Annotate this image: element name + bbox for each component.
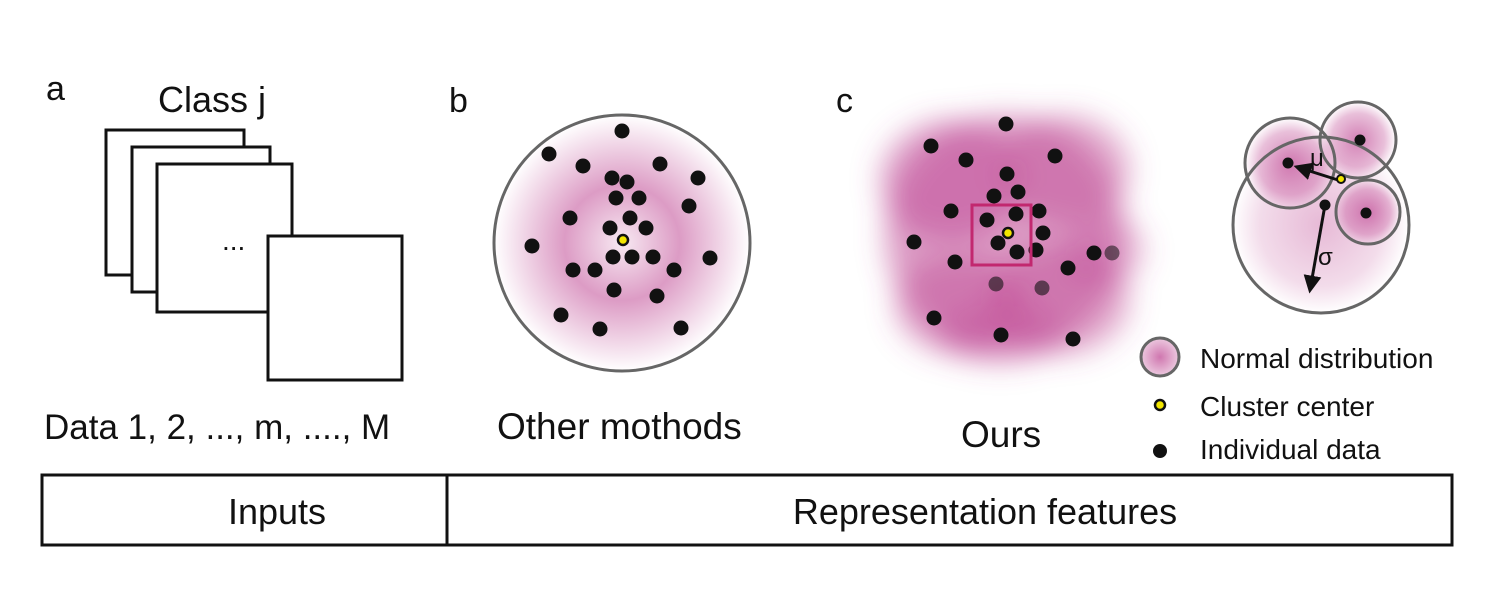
data-point xyxy=(606,282,622,298)
data-point xyxy=(993,327,1009,343)
data-point xyxy=(638,220,654,236)
cluster-center-b xyxy=(616,233,630,247)
data-caption: Data 1, 2, ..., m, ...., M xyxy=(44,408,390,447)
data-point xyxy=(673,320,689,336)
cluster-boundary-b xyxy=(492,113,752,373)
normal-distribution-c xyxy=(880,115,1145,365)
individual-data-b xyxy=(524,123,718,337)
data-point xyxy=(604,170,620,186)
mu-label: μ xyxy=(1310,145,1324,172)
normal-distribution-icon xyxy=(1139,336,1181,378)
individual-data-c xyxy=(906,116,1120,347)
class-title: Class j xyxy=(158,79,266,120)
panel-letter-a: a xyxy=(46,70,65,108)
data-point xyxy=(690,170,706,186)
data-point xyxy=(1008,206,1024,222)
data-point xyxy=(1009,244,1025,260)
panel-letter-b: b xyxy=(449,82,468,120)
data-point xyxy=(1104,245,1120,261)
zoom-inset: μ σ xyxy=(1231,100,1411,315)
data-point xyxy=(631,190,647,206)
data-point xyxy=(998,116,1014,132)
inset-circle-2 xyxy=(1318,100,1398,180)
data-point xyxy=(1034,280,1050,296)
sigma-label: σ xyxy=(1318,244,1333,271)
footer-frame xyxy=(40,473,1454,547)
caption-c: Ours xyxy=(961,414,1041,455)
data-point xyxy=(988,276,1004,292)
data-point xyxy=(652,156,668,172)
data-point xyxy=(1065,331,1081,347)
cluster-center-icon xyxy=(1153,398,1167,412)
data-point xyxy=(926,310,942,326)
data-point xyxy=(622,210,638,226)
data-point xyxy=(979,212,995,228)
mu-arrow xyxy=(1293,162,1339,182)
panel-a: a Class j ... Data 1, 2, ..., m, ...., M xyxy=(44,70,404,447)
cluster-center-c xyxy=(1001,226,1015,240)
data-point xyxy=(1010,184,1026,200)
data-point xyxy=(947,254,963,270)
highlight-box xyxy=(970,203,1033,267)
footer-bar: Inputs Representation features xyxy=(40,473,1454,547)
data-point xyxy=(592,321,608,337)
data-point xyxy=(553,307,569,323)
data-point xyxy=(608,190,624,206)
data-point xyxy=(1060,260,1076,276)
data-point xyxy=(541,146,557,162)
data-point xyxy=(624,249,640,265)
data-sheet-last xyxy=(266,234,404,382)
data-point xyxy=(645,249,661,265)
sigma-arrow xyxy=(1303,204,1327,294)
data-point xyxy=(990,235,1006,251)
legend-individual-data: Individual data xyxy=(1200,434,1381,465)
footer-representation-features: Representation features xyxy=(793,491,1177,532)
data-point xyxy=(958,152,974,168)
data-point xyxy=(587,262,603,278)
data-point xyxy=(565,262,581,278)
data-point xyxy=(1031,203,1047,219)
data-point xyxy=(619,174,635,190)
individual-data-icon xyxy=(1153,444,1167,458)
data-point xyxy=(524,238,540,254)
data-point xyxy=(575,158,591,174)
data-point xyxy=(943,203,959,219)
panel-letter-c: c xyxy=(836,82,853,120)
inset-circle-3 xyxy=(1334,178,1402,246)
inset-dot xyxy=(1354,134,1366,146)
footer-inputs: Inputs xyxy=(228,491,326,532)
data-point xyxy=(605,249,621,265)
inset-dot xyxy=(1282,157,1294,169)
data-point xyxy=(923,138,939,154)
sheet-ellipsis: ... xyxy=(222,225,245,256)
data-point xyxy=(1035,225,1051,241)
panel-c: c Ours xyxy=(836,82,1411,455)
legend: Normal distribution Cluster center Indiv… xyxy=(1139,336,1433,465)
caption-b: Other mothods xyxy=(497,406,742,447)
data-point xyxy=(562,210,578,226)
inset-dot xyxy=(1360,207,1372,219)
data-point xyxy=(702,250,718,266)
data-point xyxy=(602,220,618,236)
data-point xyxy=(986,188,1002,204)
panel-b: b Other mothods xyxy=(449,82,752,447)
legend-cluster-center: Cluster center xyxy=(1200,391,1374,422)
data-point xyxy=(1047,148,1063,164)
data-point xyxy=(681,198,697,214)
data-point xyxy=(1086,245,1102,261)
data-point xyxy=(614,123,630,139)
inset-cluster-center xyxy=(1336,174,1346,184)
data-point xyxy=(906,234,922,250)
data-point xyxy=(999,166,1015,182)
data-point xyxy=(649,288,665,304)
legend-normal-distribution: Normal distribution xyxy=(1200,343,1433,374)
data-point xyxy=(666,262,682,278)
inset-circle-1 xyxy=(1243,116,1337,210)
